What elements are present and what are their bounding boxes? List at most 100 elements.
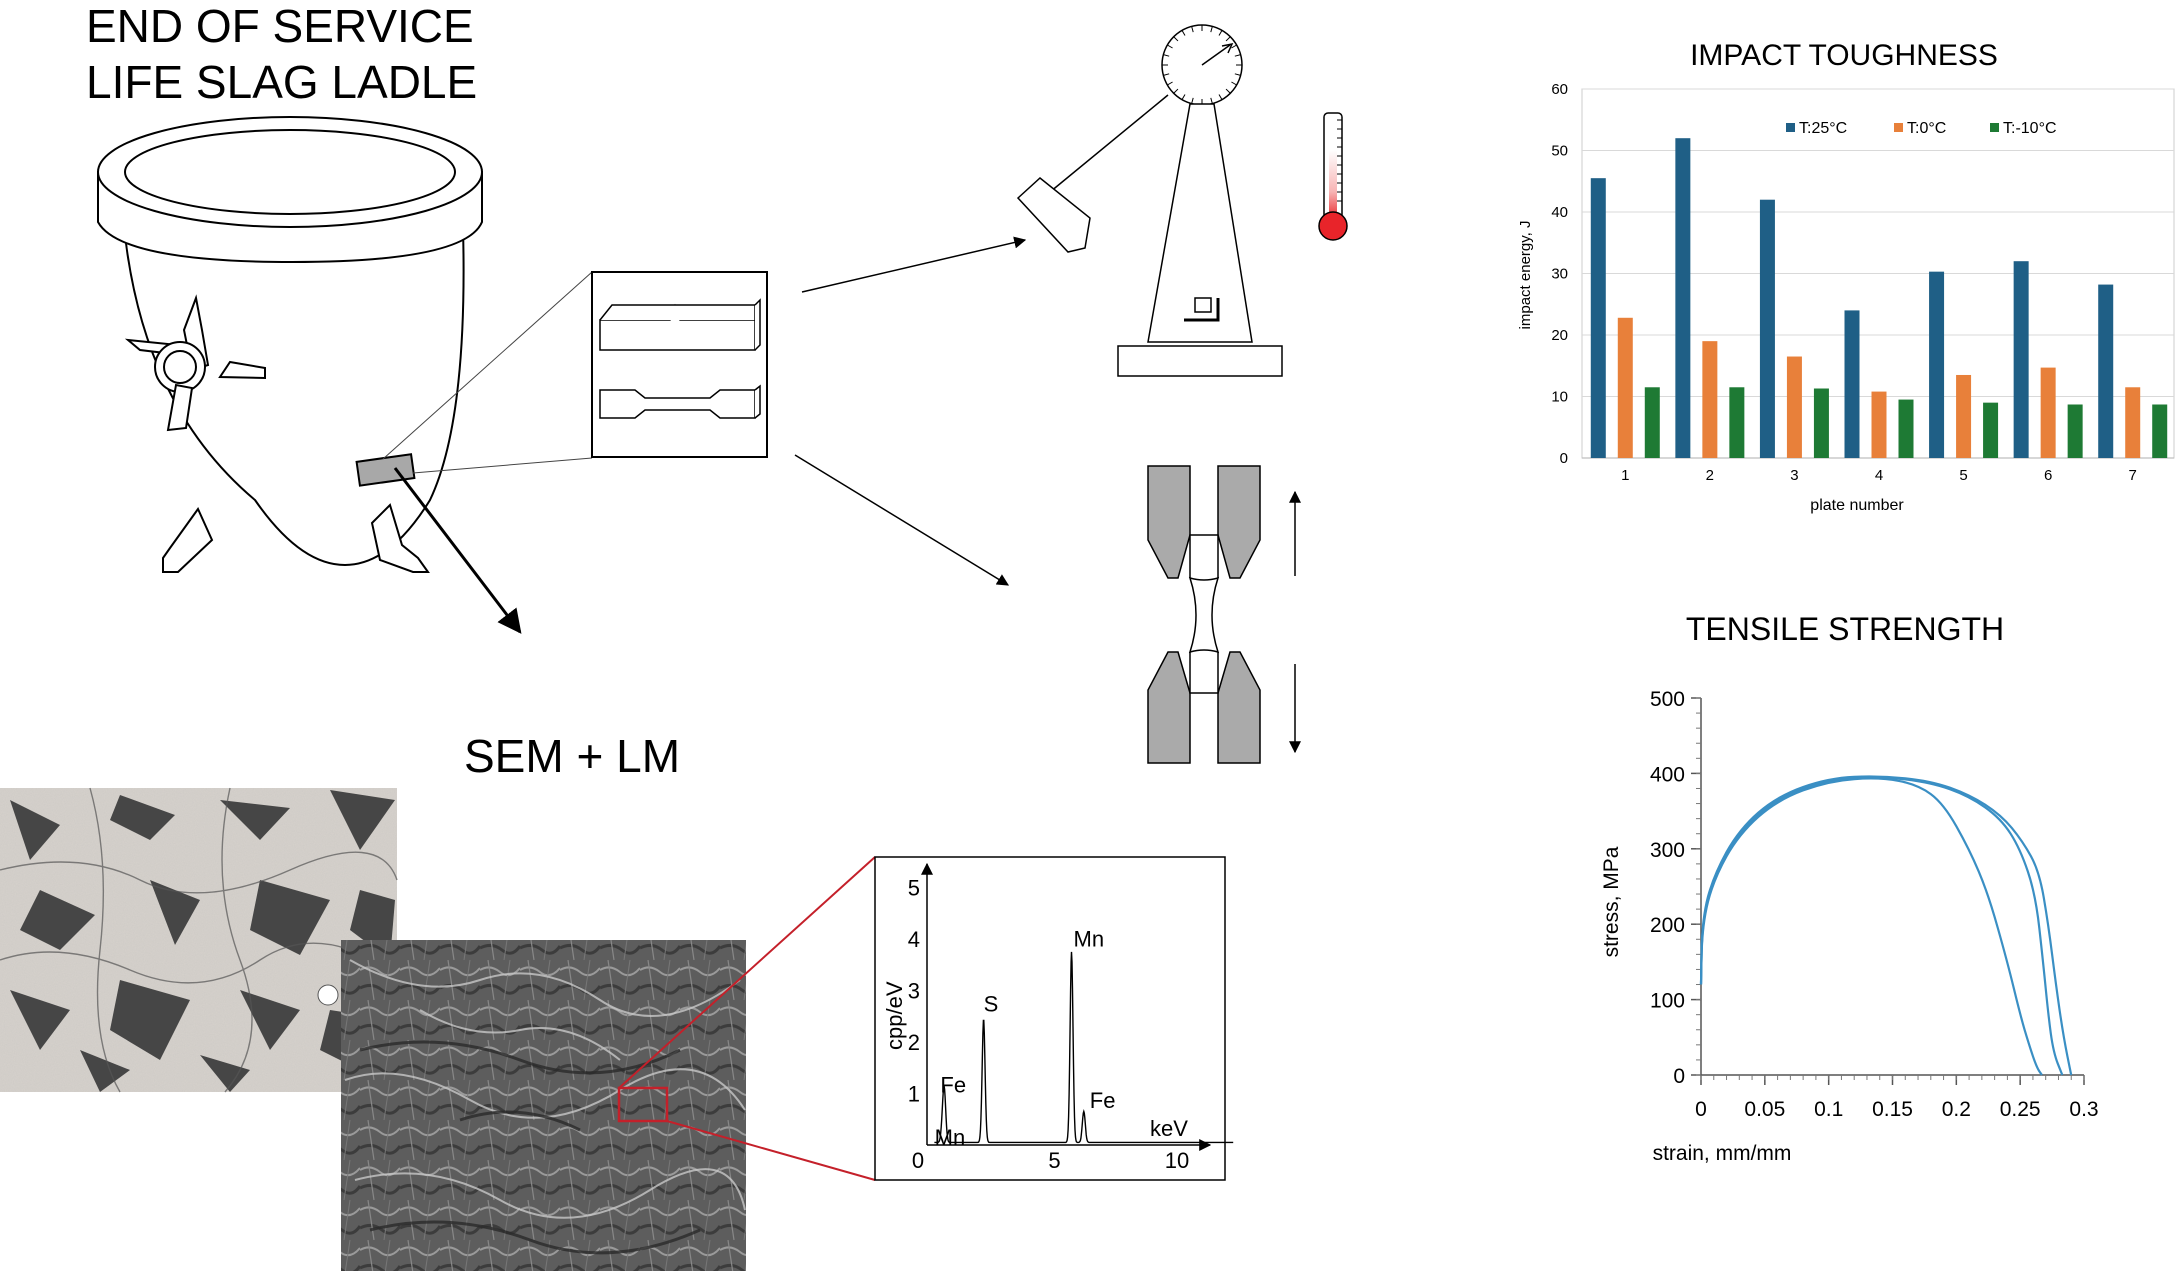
- impact-x-tick-label: 7: [2129, 467, 2137, 484]
- charpy-specimen: [599, 298, 761, 351]
- dial-tick: [1191, 26, 1194, 33]
- eds-y-tick-label: 5: [908, 876, 920, 901]
- impact-legend-swatch: [1786, 123, 1795, 132]
- eds-peak-label: S: [984, 991, 999, 1016]
- impact-bar: [1590, 178, 1606, 459]
- impact-x-tick-label: 4: [1875, 467, 1883, 484]
- eds-y-axis-label: cpp/eV: [882, 981, 907, 1050]
- tensile-x-tick-label: 0: [1695, 1098, 1707, 1121]
- impact-x-tick-label: 2: [1706, 467, 1714, 484]
- impact-bar: [1813, 388, 1829, 458]
- light-micrograph-image: [0, 787, 398, 1093]
- impact-y-tick-label: 0: [1560, 450, 1568, 467]
- tensile-x-tick-label: 0.1: [1814, 1098, 1843, 1121]
- dial-tick: [1173, 36, 1179, 42]
- dial-tick: [1181, 94, 1186, 100]
- arrow-to-impact-test: [801, 236, 1027, 293]
- impact-bar: [2013, 261, 2029, 458]
- impact-legend-swatch: [1894, 123, 1903, 132]
- impact-y-tick-label: 20: [1551, 327, 1568, 344]
- arrow-to-tensile-test: [794, 454, 1010, 586]
- impact-bar: [2040, 367, 2056, 458]
- impact-x-tick-label: 1: [1621, 467, 1629, 484]
- impact-bar: [2067, 404, 2083, 458]
- tensile-y-tick-label: 100: [1650, 990, 1685, 1013]
- eds-y-tick-label: 3: [908, 979, 920, 1004]
- impact-bar: [1786, 356, 1802, 458]
- tensile-y-tick-label: 400: [1650, 763, 1685, 786]
- impact-bar: [1871, 391, 1887, 458]
- tensile-x-tick-label: 0.25: [2000, 1098, 2041, 1121]
- impact-chart-title: IMPACT TOUGHNESS: [1690, 39, 1998, 72]
- eds-x-tick-label: 5: [1048, 1148, 1060, 1173]
- tensile-x-tick-label: 0.3: [2069, 1098, 2098, 1121]
- impact-y-tick-label: 40: [1551, 204, 1568, 221]
- dial-tick: [1234, 73, 1241, 76]
- impact-bar: [1729, 387, 1745, 458]
- tensile-y-tick-label: 500: [1650, 688, 1685, 711]
- impact-bar: [1956, 374, 1972, 458]
- tensile-y-tick-label: 300: [1650, 839, 1685, 862]
- dial-tick: [1173, 88, 1179, 94]
- impact-y-axis-label: impact energy, J: [1517, 221, 1534, 330]
- eds-y-tick-label: 1: [908, 1082, 920, 1107]
- thermometer-icon: [1318, 112, 1348, 241]
- eds-x-tick-label: 10: [1165, 1148, 1189, 1173]
- eds-y-tick-label: 4: [908, 927, 920, 952]
- tensile-chart-title: TENSILE STRENGTH: [1686, 611, 2004, 647]
- tensile-x-tick-label: 0.15: [1872, 1098, 1913, 1121]
- dial-tick: [1218, 94, 1223, 100]
- tensile-curve: [1699, 777, 2043, 1076]
- impact-bar: [1617, 317, 1633, 458]
- eds-selection-box: [617, 1086, 669, 1123]
- tensile-curve: [1699, 775, 2073, 1076]
- impact-bar: [1844, 310, 1860, 458]
- eds-spectrum-line: [934, 951, 1234, 1144]
- dial-tick: [1167, 81, 1173, 86]
- impact-x-axis-label: plate number: [1810, 497, 1904, 514]
- title-line-1: END OF SERVICE: [86, 0, 474, 52]
- tensile-x-axis-label: strain, mm/mm: [1653, 1142, 1792, 1165]
- impact-y-tick-label: 30: [1551, 266, 1568, 283]
- eds-peak-label: Mn: [935, 1125, 966, 1150]
- eds-peak-label: Mn: [1074, 926, 1105, 951]
- impact-x-tick-label: 5: [1959, 467, 1967, 484]
- impact-x-tick-label: 3: [1790, 467, 1798, 484]
- dial-tick: [1210, 97, 1213, 104]
- impact-bar: [1702, 341, 1718, 458]
- tensile-y-tick-label: 0: [1673, 1065, 1685, 1088]
- dial-tick: [1231, 44, 1237, 49]
- specimen-box: [591, 271, 768, 458]
- impact-y-tick-label: 10: [1551, 389, 1568, 406]
- dial-tick: [1163, 54, 1170, 57]
- tensile-y-tick-label: 200: [1650, 914, 1685, 937]
- dial-tick: [1225, 88, 1231, 94]
- impact-legend-label: T:-10°C: [2003, 120, 2057, 137]
- impact-bar: [1983, 402, 1999, 458]
- impact-bar: [1644, 387, 1660, 458]
- tensile-x-tick-label: 0.05: [1744, 1098, 1785, 1121]
- dial-tick: [1191, 97, 1194, 104]
- slag-ladle-drawing: [97, 116, 483, 573]
- dial-tick: [1225, 36, 1231, 42]
- impact-bar: [2125, 387, 2141, 458]
- ladle-sample-arrow: [393, 467, 522, 634]
- pendulum-impact-tester: [1016, 24, 1283, 377]
- dial-tick: [1167, 44, 1173, 49]
- impact-bar: [2098, 284, 2114, 458]
- dial-tick: [1234, 54, 1241, 57]
- eds-y-tick-label: 2: [908, 1030, 920, 1055]
- impact-bar: [2152, 404, 2168, 458]
- eds-x-tick-label: 0: [912, 1148, 924, 1173]
- sem-lm-label: SEM + LM: [464, 730, 680, 782]
- dial-tick: [1181, 30, 1186, 36]
- impact-bar: [1898, 399, 1914, 458]
- eds-peak-label: Fe: [940, 1073, 966, 1098]
- tensile-x-tick-label: 0.2: [1942, 1098, 1971, 1121]
- impact-legend-label: T:0°C: [1907, 120, 1946, 137]
- impact-y-tick-label: 50: [1551, 143, 1568, 160]
- sem-micrograph-image: [341, 940, 746, 1271]
- impact-legend-label: T:25°C: [1799, 120, 1847, 137]
